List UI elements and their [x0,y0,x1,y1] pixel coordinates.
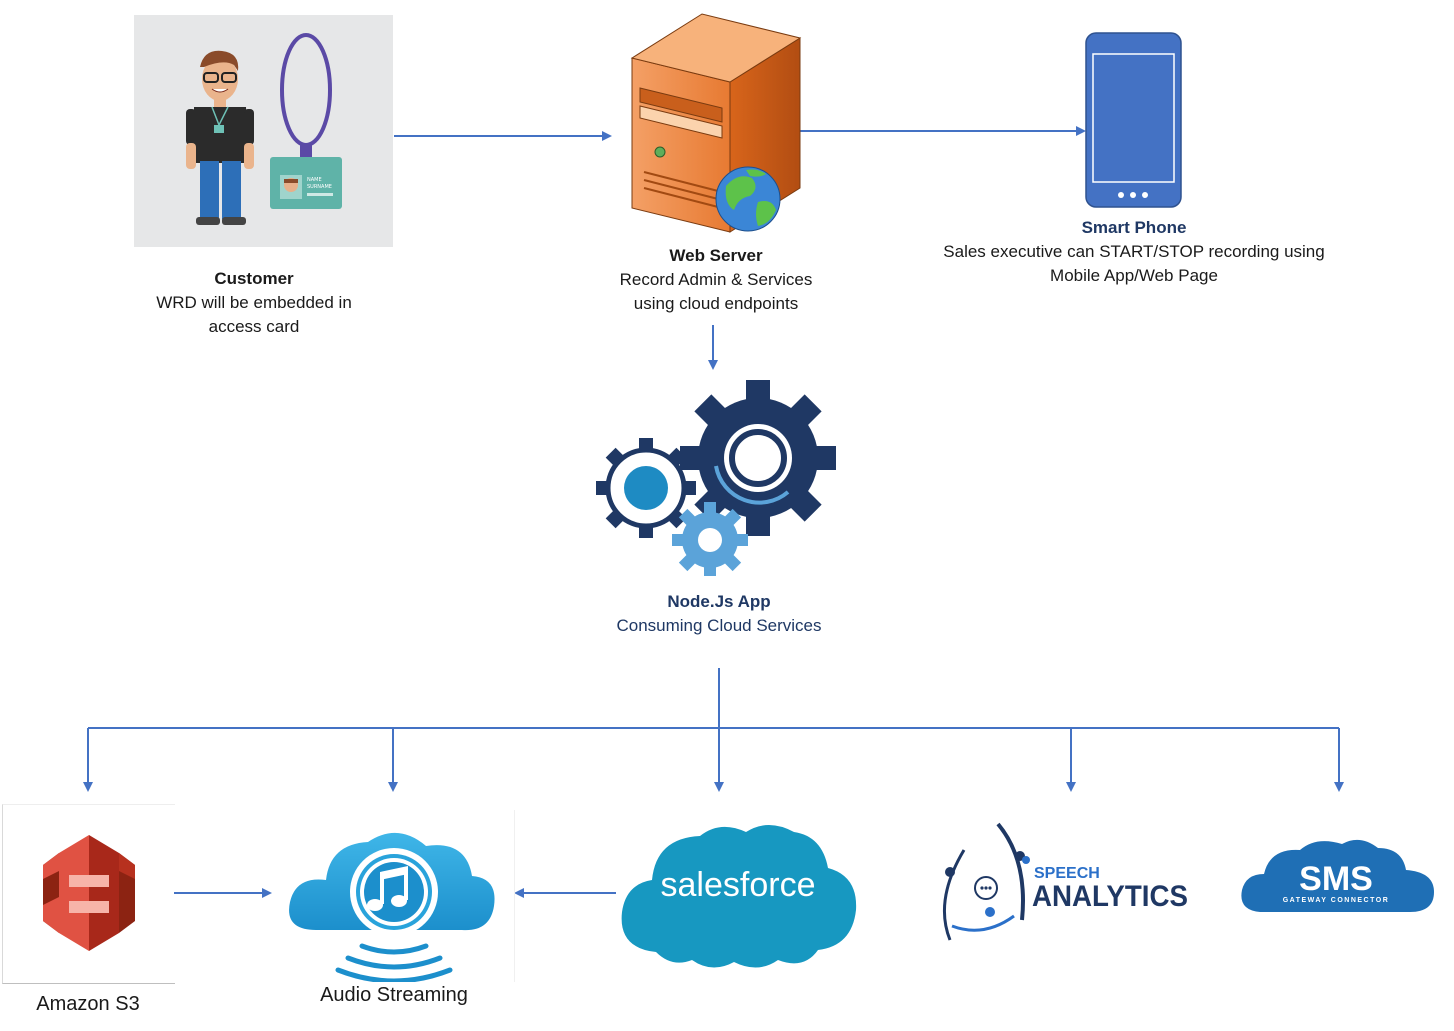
node-app-title: Node.Js App [667,592,771,611]
music-note-icon [367,866,408,911]
small-gear-icon [672,502,748,576]
web-server-desc-line1: Record Admin & Services [619,270,813,289]
amazon-s3-label: Amazon S3 [36,993,140,1015]
sms-wordmark: SMS [1299,860,1373,898]
node-app-gears-icon [596,380,844,576]
medium-gear-icon [596,438,696,538]
smart-phone-desc-line1: Sales executive can START/STOP recording… [943,242,1325,261]
audio-streaming-label: Audio Streaming [320,984,468,1006]
speech-label: SPEECH [1034,865,1100,882]
amazon-s3-icon [2,804,175,984]
salesforce-wordmark: salesforce [661,866,816,904]
chat-bubble-icon [974,876,998,900]
smart-phone-icon [1085,32,1182,208]
sms-gateway-subtitle: GATEWAY CONNECTOR [1283,897,1390,904]
smart-phone-caption: Smart Phone Sales executive can START/ST… [914,216,1354,288]
customer-caption: Customer WRD will be embedded in access … [124,267,384,339]
globe-icon [715,166,781,232]
customer-title: Customer [214,269,294,288]
customer-desc-line2: access card [208,317,300,336]
smart-phone-title: Smart Phone [1081,218,1187,237]
sound-waves-icon [335,943,453,982]
node-app-caption: Node.Js App Consuming Cloud Services [560,590,878,638]
badge-surname-text: SURNAME [307,184,332,190]
audio-streaming-icon [276,810,515,982]
customer-illustration: NAME SURNAME [134,15,393,247]
analytics-label: ANALYTICS [1032,880,1188,913]
node-app-desc: Consuming Cloud Services [616,616,822,635]
web-server-title: Web Server [669,246,763,265]
smart-phone-desc-line2: Mobile App/Web Page [1050,266,1218,285]
badge-name-text: NAME [307,177,322,183]
large-gear-icon [680,380,836,536]
web-server-caption: Web Server Record Admin & Services using… [586,244,846,316]
web-server-icon [626,2,804,234]
sms-gateway-logo: SMS GATEWAY CONNECTOR [1238,836,1438,916]
speech-analytics-logo: SPEECH ANALYTICS [934,820,1194,952]
web-server-desc-line2: using cloud endpoints [633,294,799,313]
salesforce-logo: salesforce [616,820,860,968]
customer-person-icon: NAME SURNAME [186,33,342,225]
customer-desc-line1: WRD will be embedded in [156,293,352,312]
